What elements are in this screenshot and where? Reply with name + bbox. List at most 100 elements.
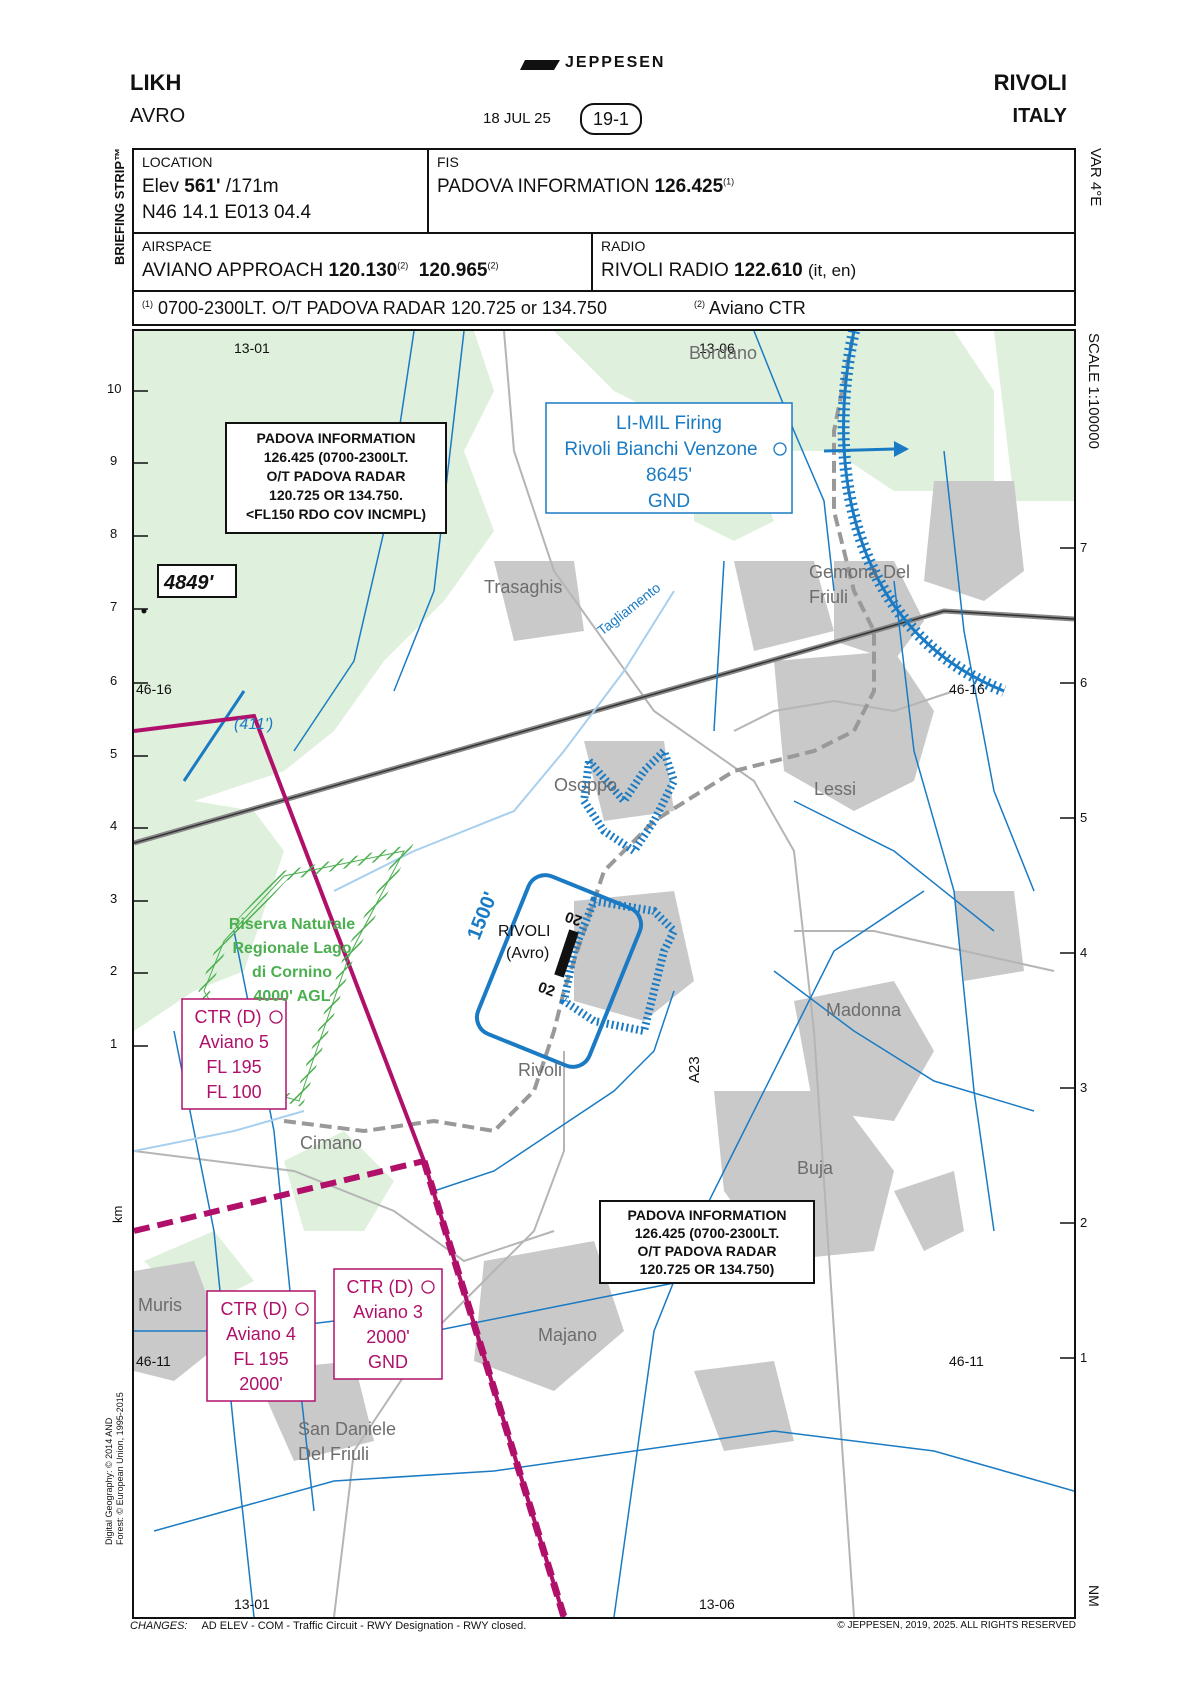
place-lessi: Lessi [814, 779, 856, 799]
nm-tick-4: 4 [1080, 945, 1088, 960]
railway [283, 331, 876, 1134]
airspace-cell: AIRSPACE AVIANO APPROACH 120.130(2) 120.… [132, 232, 593, 292]
fis-caption: FIS [437, 154, 459, 170]
ctr4-box [206, 1290, 316, 1402]
nm-tick-6: 6 [1080, 675, 1088, 690]
km-tick-8: 8 [110, 526, 118, 541]
city-name: RIVOLI [993, 70, 1067, 95]
fis1-line-1: PADOVA INFORMATION [257, 430, 416, 446]
km-tick-9: 9 [110, 453, 118, 468]
grid-lon-bottom-right: 13-06 [699, 1596, 735, 1612]
firing-area-box [545, 402, 793, 514]
location-cell: LOCATION Elev 561' /171m N46 14.1 E013 0… [132, 148, 429, 234]
peak-elevation: 4849' [163, 572, 214, 594]
clock-icon [773, 442, 787, 456]
fis2-line-4: 120.725 OR 134.750) [640, 1261, 775, 1277]
reserve-line-4: 4000' AGL [253, 988, 330, 1005]
grid-lon-bottom-left: 13-01 [234, 1596, 270, 1612]
notes-cell: (1) 0700-2300LT. O/T PADOVA RADAR 120.72… [132, 290, 1076, 326]
firing-area-arc [842, 331, 1005, 693]
place-rivoli: Rivoli [518, 1060, 562, 1080]
approach-frequencies: AVIANO APPROACH 120.130(2) 120.965(2) [142, 260, 499, 281]
fis1-line-5: <FL150 RDO COV INCMPL) [246, 506, 426, 522]
jeppesen-logo-icon [520, 60, 560, 70]
nm-tick-5: 5 [1080, 810, 1088, 825]
ctr5-line-3: FL 195 [206, 1057, 261, 1077]
ctr-boundaries [134, 713, 568, 1617]
river-label-tagliamento: Tagliamento [594, 579, 664, 638]
place-trasaghis: Trasaghis [484, 577, 562, 597]
obstacle-elevation: (411') [234, 716, 273, 733]
place-majano: Majano [538, 1325, 597, 1345]
km-tick-7: 7 [110, 599, 118, 614]
map-scale: SCALE 1:100000 [1085, 333, 1102, 449]
place-muris: Muris [138, 1295, 182, 1315]
km-tick-1: 1 [110, 1036, 118, 1051]
firing-line-2: Rivoli Bianchi Venzone [564, 439, 757, 460]
ctr5-line-2: Aviano 5 [199, 1032, 269, 1052]
radio-caption: RADIO [601, 238, 646, 254]
airport-coordinates: N46 14.1 E013 04.4 [142, 202, 312, 223]
fis2-line-3: O/T PADOVA RADAR [638, 1243, 777, 1259]
km-tick-2: 2 [110, 963, 118, 978]
airport-sub-label: (Avro) [506, 945, 549, 962]
place-del-friuli: Del Friuli [298, 1444, 369, 1464]
icao-code: LIKH [130, 70, 182, 95]
radio-frequency: RIVOLI RADIO 122.610 (it, en) [601, 260, 857, 281]
km-tick-10: 10 [107, 381, 122, 396]
elevation: Elev 561' /171m [142, 176, 279, 197]
ctr4-line-4: 2000' [239, 1374, 282, 1394]
ctr3-line-4: GND [368, 1352, 408, 1372]
place-madonna: Madonna [826, 1000, 902, 1020]
runway [554, 929, 579, 978]
grid-lon-top-right: 13-06 [699, 340, 735, 356]
geography-copyright: Digital Geography: © 2014 AND Forest: © … [104, 1392, 125, 1545]
ctr3-line-2: Aviano 3 [353, 1302, 423, 1322]
obstacle-line [182, 690, 246, 782]
runway-label-02: 02 [536, 979, 557, 1001]
ctr4-line-1: CTR (D) [221, 1299, 288, 1319]
ctr3-line-3: 2000' [366, 1327, 409, 1347]
chart-date: 18 JUL 25 [483, 110, 551, 127]
nm-tick-2: 2 [1080, 1215, 1088, 1230]
firing-line-4: GND [648, 491, 690, 512]
changes-note: CHANGES:AD ELEV - COM - Traffic Circuit … [130, 1620, 527, 1632]
reserve-line-2: Regionale Lago [232, 940, 351, 957]
km-tick-3: 3 [110, 891, 118, 906]
place-friuli: Friuli [809, 587, 848, 607]
fis-cell: FIS PADOVA INFORMATION 126.425(1) [427, 148, 1076, 234]
briefing-strip-label: BRIEFING STRIP™ [112, 147, 127, 265]
road-label-a23: A23 [686, 1056, 703, 1083]
km-label: km [110, 1205, 125, 1223]
airport-name-label: RIVOLI [498, 923, 550, 940]
peak-box [157, 564, 237, 598]
nm-label: NM [1086, 1585, 1102, 1607]
grid-ticks [134, 390, 1074, 1359]
firing-area-arrow [823, 447, 895, 453]
circuit-altitude: 1500' [463, 889, 502, 943]
restricted-area-osoppo [579, 743, 679, 857]
ctr5-line-4: FL 100 [206, 1082, 261, 1102]
ctr3-box [333, 1268, 443, 1380]
country-name: ITALY [1012, 105, 1067, 127]
firing-line-1: LI-MIL Firing [616, 413, 722, 434]
fis-frequency: PADOVA INFORMATION 126.425(1) [437, 176, 735, 197]
grid-lat-left-top: 46-16 [136, 681, 172, 697]
peak-marker-icon [141, 608, 147, 614]
nm-tick-7: 7 [1080, 540, 1088, 555]
ctr5-line-1: CTR (D) [195, 1007, 262, 1027]
brand-name: JEPPESEN [565, 54, 666, 71]
ctr3-line-1: CTR (D) [347, 1277, 414, 1297]
place-san-daniele: San Daniele [298, 1419, 396, 1439]
airport-name: AVRO [130, 105, 186, 127]
note-2: (2) Aviano CTR [694, 298, 806, 318]
ctr4-clock-icon [295, 1302, 309, 1316]
restricted-area-airfield [559, 896, 679, 1036]
grid-lat-left-bottom: 46-11 [136, 1353, 171, 1369]
location-caption: LOCATION [142, 154, 213, 170]
roads [134, 331, 1055, 1617]
nm-tick-3: 3 [1080, 1080, 1088, 1095]
fis1-line-2: 126.425 (0700-2300LT. [264, 449, 409, 465]
reserve-line-1: Riserva Naturale [229, 916, 355, 933]
km-tick-4: 4 [110, 818, 118, 833]
